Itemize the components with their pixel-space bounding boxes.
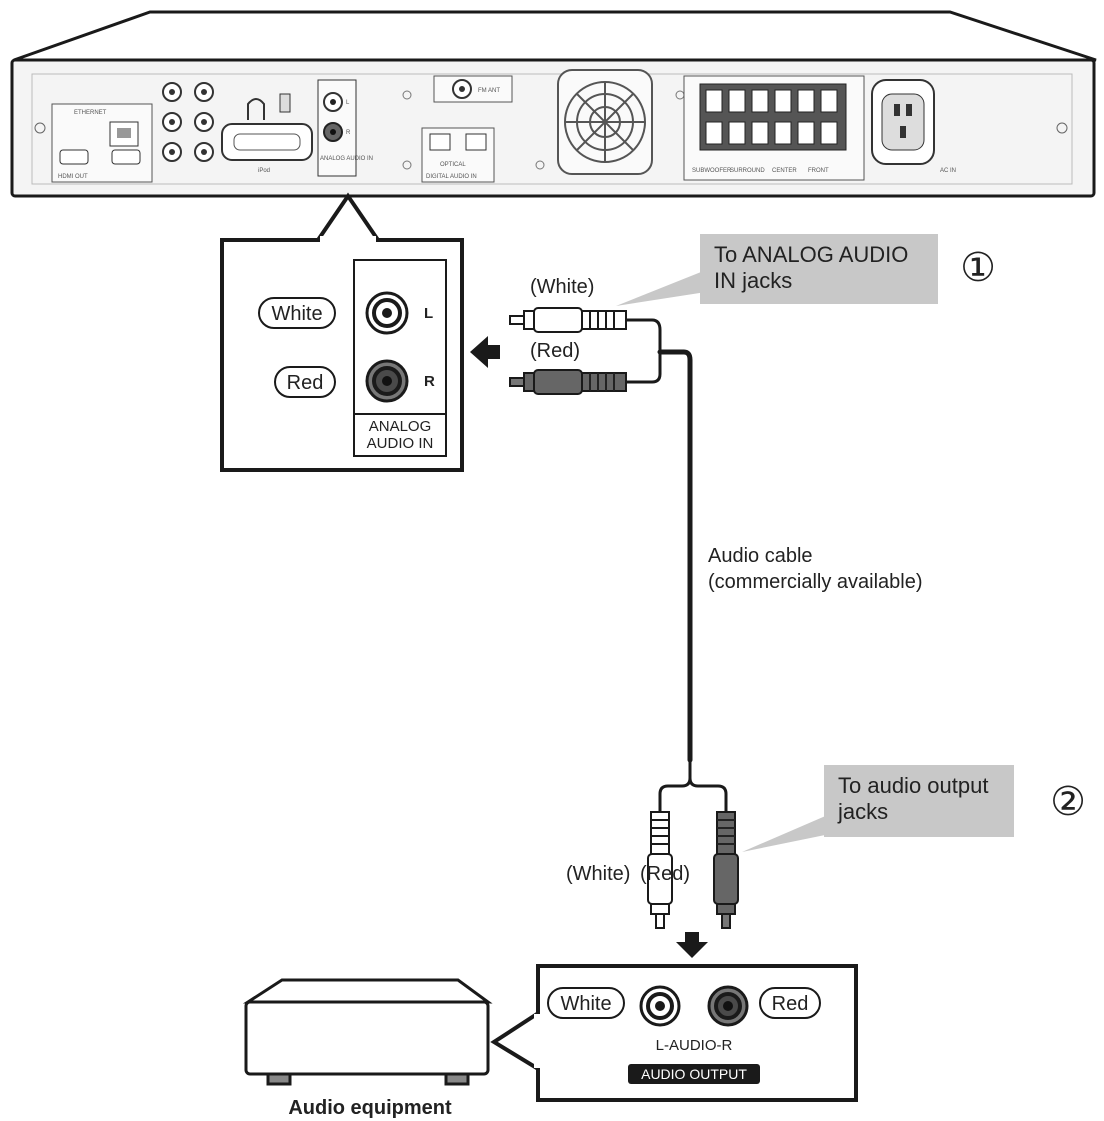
hdmi-out-label: HDMI OUT (58, 174, 88, 180)
audio-equipment-box (242, 978, 493, 1086)
zoom-bottom-white-tag: White (560, 993, 611, 1015)
fm-antenna-jack: FM ANT (433, 75, 513, 103)
bottom-red-tag: (Red) (640, 863, 690, 885)
callout1-line2: IN jacks (714, 268, 792, 293)
arrow-left-icon (470, 336, 500, 368)
callout2-line1: To audio output (838, 773, 988, 798)
audio-cable (624, 318, 728, 814)
r-label: R (424, 373, 435, 390)
cable-white-tag: (White) (530, 276, 594, 298)
callout-analog-in: To ANALOG AUDIO IN jacks (616, 234, 938, 306)
audio-output-zoom: White Red L-AUDIO-R AUDIO OUTPUT (490, 964, 858, 1102)
zoom-top-red-tag: Red (287, 372, 324, 394)
l-audio-r-label: L-AUDIO-R (656, 1037, 733, 1054)
rca-plug-white-bottom (647, 811, 673, 929)
cable-desc-line2: (commercially available) (708, 571, 923, 593)
analog-audio-in-small: L R ANALOG AUDIO IN (317, 79, 373, 177)
ipod-connector: iPod (221, 93, 313, 174)
ethernet-label: ETHERNET (74, 110, 107, 116)
rca-plug-red-bottom (713, 811, 739, 929)
speaker-label-front: FRONT (808, 168, 829, 174)
optical-label: OPTICAL (440, 162, 466, 168)
callout1-line1: To ANALOG AUDIO (714, 242, 908, 267)
callout-audio-output: To audio output jacks (742, 765, 1014, 852)
zoom-top-white-tag: White (271, 303, 322, 325)
audio-output-white-jack (639, 985, 681, 1027)
ac-in-label: AC IN (940, 168, 956, 174)
audio-output-red-jack (707, 985, 749, 1027)
svg-text:L: L (346, 100, 350, 106)
analog-in-zoom: L R ANALOG AUDIO IN White Red (220, 192, 464, 472)
ipod-label: iPod (258, 168, 270, 174)
fm-ant-label: FM ANT (478, 88, 500, 94)
zoom-bottom-red-tag: Red (772, 993, 809, 1015)
ethernet-hdmi-block: ETHERNET HDMI OUT (51, 103, 153, 183)
ac-inlet: AC IN (871, 79, 956, 174)
arrow-down-icon (676, 932, 708, 958)
analog-in-red-jack (365, 359, 409, 403)
analog-label-line2: AUDIO IN (367, 435, 434, 452)
callout2-line2: jacks (837, 799, 888, 824)
svg-text:R: R (346, 130, 351, 136)
analog-in-white-jack (365, 291, 409, 335)
fan-grille (557, 69, 653, 175)
step-2-badge: ② (1050, 780, 1086, 824)
analog-label-line1: ANALOG (369, 418, 432, 435)
step-1-badge: ① (960, 246, 996, 290)
receiver-device: ETHERNET HDMI OUT iPod (10, 10, 1097, 198)
speaker-label-surround: SURROUND (730, 168, 765, 174)
audio-output-badge: AUDIO OUTPUT (641, 1066, 747, 1082)
rca-plug-white-top (509, 307, 627, 333)
analog-small-label: ANALOG AUDIO IN (320, 156, 373, 162)
speaker-label-subwoofer: SUBWOOFER (692, 168, 732, 174)
cable-red-tag: (Red) (530, 340, 580, 362)
digital-audio-in-label: DIGITAL AUDIO IN (426, 174, 477, 180)
speaker-terminals: SUBWOOFER SURROUND CENTER FRONT (683, 75, 865, 181)
rca-plug-red-top (509, 369, 627, 395)
bottom-white-tag: (White) (566, 863, 630, 885)
l-label: L (424, 305, 433, 322)
audio-equipment-label: Audio equipment (288, 1097, 452, 1119)
optical-inputs: OPTICAL DIGITAL AUDIO IN (421, 127, 495, 183)
cable-desc-line1: Audio cable (708, 545, 813, 567)
speaker-label-center: CENTER (772, 168, 797, 174)
